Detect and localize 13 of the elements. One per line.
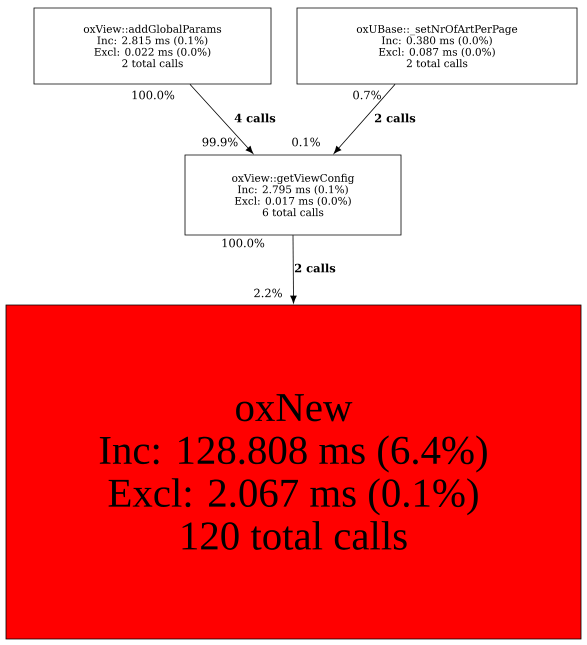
function-box: oxNew Inc: 128.808 ms (6.4%) Excl: 2.067 ms (0.1%) 120 total calls [6,304,582,640]
function-box: oxView::getViewConfig Inc: 2.795 ms (0.1%) Excl: 0.017 ms (0.0%) 6 total calls [184,154,402,236]
function-box: oxUBase::_setNrOfArtPerPage Inc: 0.380 ms (0.0%) Excl: 0.087 ms (0.0%) 2 total calls [296,8,578,84]
edge-label: 4 calls [234,114,276,122]
arrow [190,84,254,154]
edge-label: 2 calls [374,114,416,122]
arrow [334,84,396,154]
percentage-label: 99.9% [202,138,238,146]
percentage-label: 2.2% [254,288,282,298]
percentage-label: 0.7% [353,90,381,100]
function-box: oxView::addGlobalParams Inc: 2.815 ms (0.1%) Excl: 0.022 ms (0.0%) 2 total calls [34,8,272,84]
edge-label: 2 calls [294,264,336,272]
arrow [290,235,297,304]
